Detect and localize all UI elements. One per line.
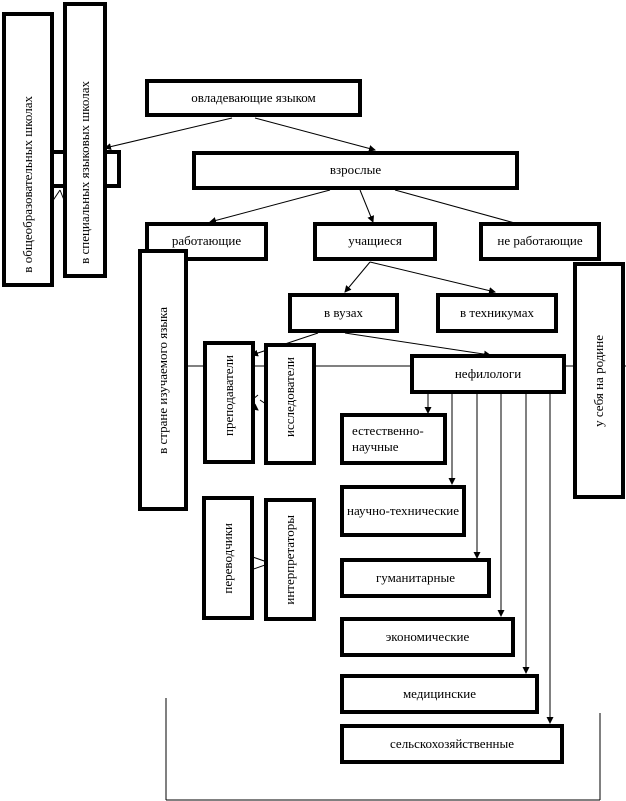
node-researchers: исследователи — [264, 343, 316, 465]
node-interpreters: интерпретаторы — [264, 498, 316, 621]
node-technical: научно-технические — [340, 485, 466, 537]
node-special-schools: в специальных языковых школах — [63, 2, 107, 278]
arrow-to-universities — [344, 261, 371, 293]
node-translators: переводчики — [202, 496, 254, 620]
node-agricultural: сельскохозяйственные — [340, 724, 564, 764]
node-abroad: в стране изучаемого языка — [138, 249, 188, 511]
node-humanities: гуманитарные — [340, 558, 491, 598]
arrow-to-studying — [359, 189, 374, 223]
arrow-to-adults — [254, 117, 376, 152]
node-teachers: преподаватели — [203, 341, 255, 464]
node-medical: медицинские — [340, 674, 539, 714]
arrow-to-working — [209, 189, 331, 224]
node-masters: овладевающие языком — [145, 79, 362, 117]
node-adults: взрослые — [192, 151, 519, 190]
arrow-to-colleges — [369, 261, 496, 295]
node-natural-sciences: естественно-научные — [340, 413, 447, 465]
node-homeland: у себя на родине — [573, 262, 625, 499]
node-not-working: не работающие — [479, 222, 601, 261]
node-studying: учащиеся — [313, 222, 437, 261]
node-economic: экономические — [340, 617, 515, 657]
node-general-schools: в общеобразовательных школах — [2, 12, 54, 287]
node-non-philologists: нефилологи — [410, 354, 566, 394]
arrow-to-special-schools — [104, 117, 233, 151]
node-universities: в вузах — [288, 293, 399, 333]
node-colleges: в техникумах — [436, 293, 558, 333]
arrow-to-non-philologists — [344, 332, 491, 358]
